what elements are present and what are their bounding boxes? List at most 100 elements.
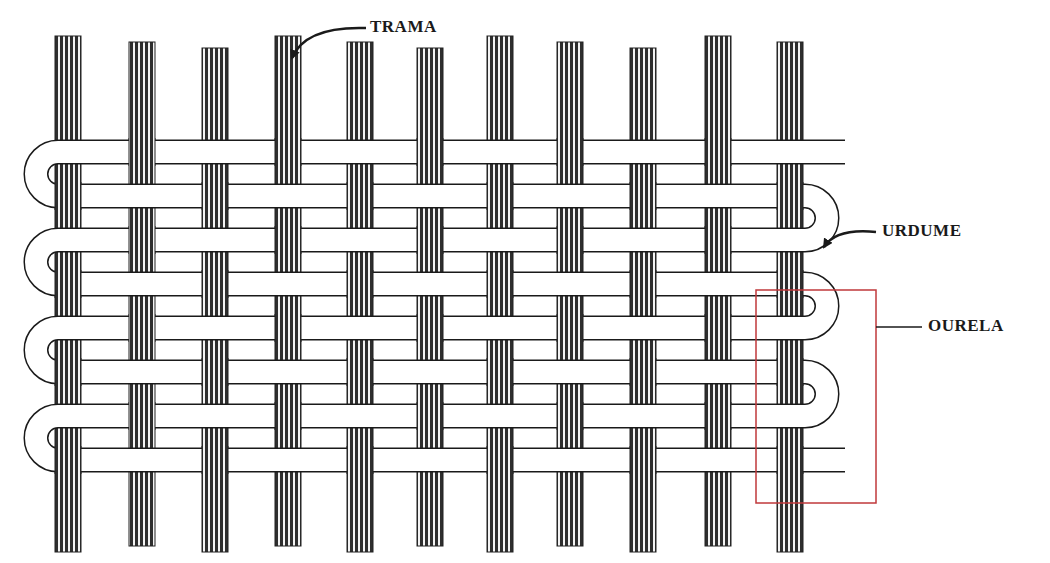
warp-over xyxy=(557,314,583,342)
warp-over xyxy=(129,402,155,430)
warp-edge xyxy=(81,182,82,210)
warp-over xyxy=(129,138,155,166)
warp-over xyxy=(417,138,443,166)
warp-edge xyxy=(373,270,374,298)
warp-over xyxy=(202,270,228,298)
warp-over xyxy=(55,358,81,386)
warp-over xyxy=(705,226,731,254)
warp-edge xyxy=(228,270,229,298)
warp-edge xyxy=(347,446,348,474)
warp-edge xyxy=(731,402,732,430)
warp-edge xyxy=(630,270,631,298)
leader-arrow xyxy=(824,231,876,247)
warp-edge xyxy=(373,358,374,386)
warp-edge xyxy=(630,358,631,386)
part-label: TRAMA xyxy=(368,17,439,37)
warp-edge xyxy=(417,226,418,254)
warp-over xyxy=(275,138,301,166)
warp-edge xyxy=(777,270,778,298)
warp-edge xyxy=(705,226,706,254)
warp-edge xyxy=(803,182,804,210)
warp-over xyxy=(487,358,513,386)
weft-fill xyxy=(36,152,845,460)
warp-thread xyxy=(487,36,513,552)
warp-thread xyxy=(630,48,656,552)
warp-edge xyxy=(275,402,276,430)
warp-over xyxy=(347,182,373,210)
warp-edge xyxy=(81,446,82,474)
warp-edge xyxy=(557,138,558,166)
warp-over xyxy=(557,226,583,254)
warp-over xyxy=(202,182,228,210)
warp-over xyxy=(129,226,155,254)
part-label: URDUME xyxy=(880,221,964,241)
warp-edge xyxy=(487,358,488,386)
warp-edge xyxy=(417,138,418,166)
warp-edge xyxy=(656,358,657,386)
warp-edge xyxy=(803,446,804,474)
warp-edge xyxy=(705,314,706,342)
warp-edge xyxy=(129,402,130,430)
warp-edge xyxy=(705,402,706,430)
warp-over xyxy=(557,138,583,166)
warp-edge xyxy=(373,446,374,474)
warp-edge xyxy=(630,446,631,474)
warp-edge xyxy=(301,226,302,254)
warp-edge xyxy=(55,270,56,298)
warp-edge xyxy=(55,446,56,474)
warp-over xyxy=(487,182,513,210)
warp-edge xyxy=(417,314,418,342)
part-label: OURELA xyxy=(926,316,1006,336)
warp-over xyxy=(417,314,443,342)
warp-crossings xyxy=(55,138,803,474)
warp-edge xyxy=(777,446,778,474)
warp-over xyxy=(347,270,373,298)
warp-edge xyxy=(443,226,444,254)
warp-edge xyxy=(228,358,229,386)
leader-line xyxy=(876,326,922,328)
warp-edge xyxy=(705,138,706,166)
warp-edge xyxy=(347,182,348,210)
warp-edge xyxy=(487,182,488,210)
warp-over xyxy=(347,446,373,474)
warp-thread xyxy=(347,42,373,552)
warp-over xyxy=(630,182,656,210)
warp-edge xyxy=(583,314,584,342)
warp-edge xyxy=(803,358,804,386)
warp-edge xyxy=(155,138,156,166)
warp-edge xyxy=(202,446,203,474)
warp-edge xyxy=(583,402,584,430)
selvage-box xyxy=(756,290,876,503)
warp-edge xyxy=(301,138,302,166)
warp-edge xyxy=(301,314,302,342)
warp-over xyxy=(630,446,656,474)
warp-over xyxy=(417,226,443,254)
warp-edge xyxy=(583,226,584,254)
warp-edge xyxy=(81,270,82,298)
warp-edge xyxy=(731,138,732,166)
warp-edge xyxy=(202,358,203,386)
warp-edge xyxy=(656,270,657,298)
warp-edge xyxy=(347,358,348,386)
warp-thread xyxy=(55,36,81,552)
warp-over xyxy=(630,358,656,386)
warp-over xyxy=(129,314,155,342)
warp-over xyxy=(487,446,513,474)
warp-edge xyxy=(129,226,130,254)
warp-over xyxy=(705,402,731,430)
warp-edge xyxy=(228,446,229,474)
warp-edge xyxy=(275,138,276,166)
leader-arrow xyxy=(292,28,366,58)
warp-edge xyxy=(777,182,778,210)
warp-over xyxy=(417,402,443,430)
warp-edge xyxy=(777,358,778,386)
warp-over xyxy=(557,402,583,430)
warp-edge xyxy=(731,226,732,254)
warp-edge xyxy=(347,270,348,298)
warp-over xyxy=(275,314,301,342)
warp-edge xyxy=(443,402,444,430)
warp-edge xyxy=(129,314,130,342)
warp-edge xyxy=(275,314,276,342)
warp-edge xyxy=(583,138,584,166)
